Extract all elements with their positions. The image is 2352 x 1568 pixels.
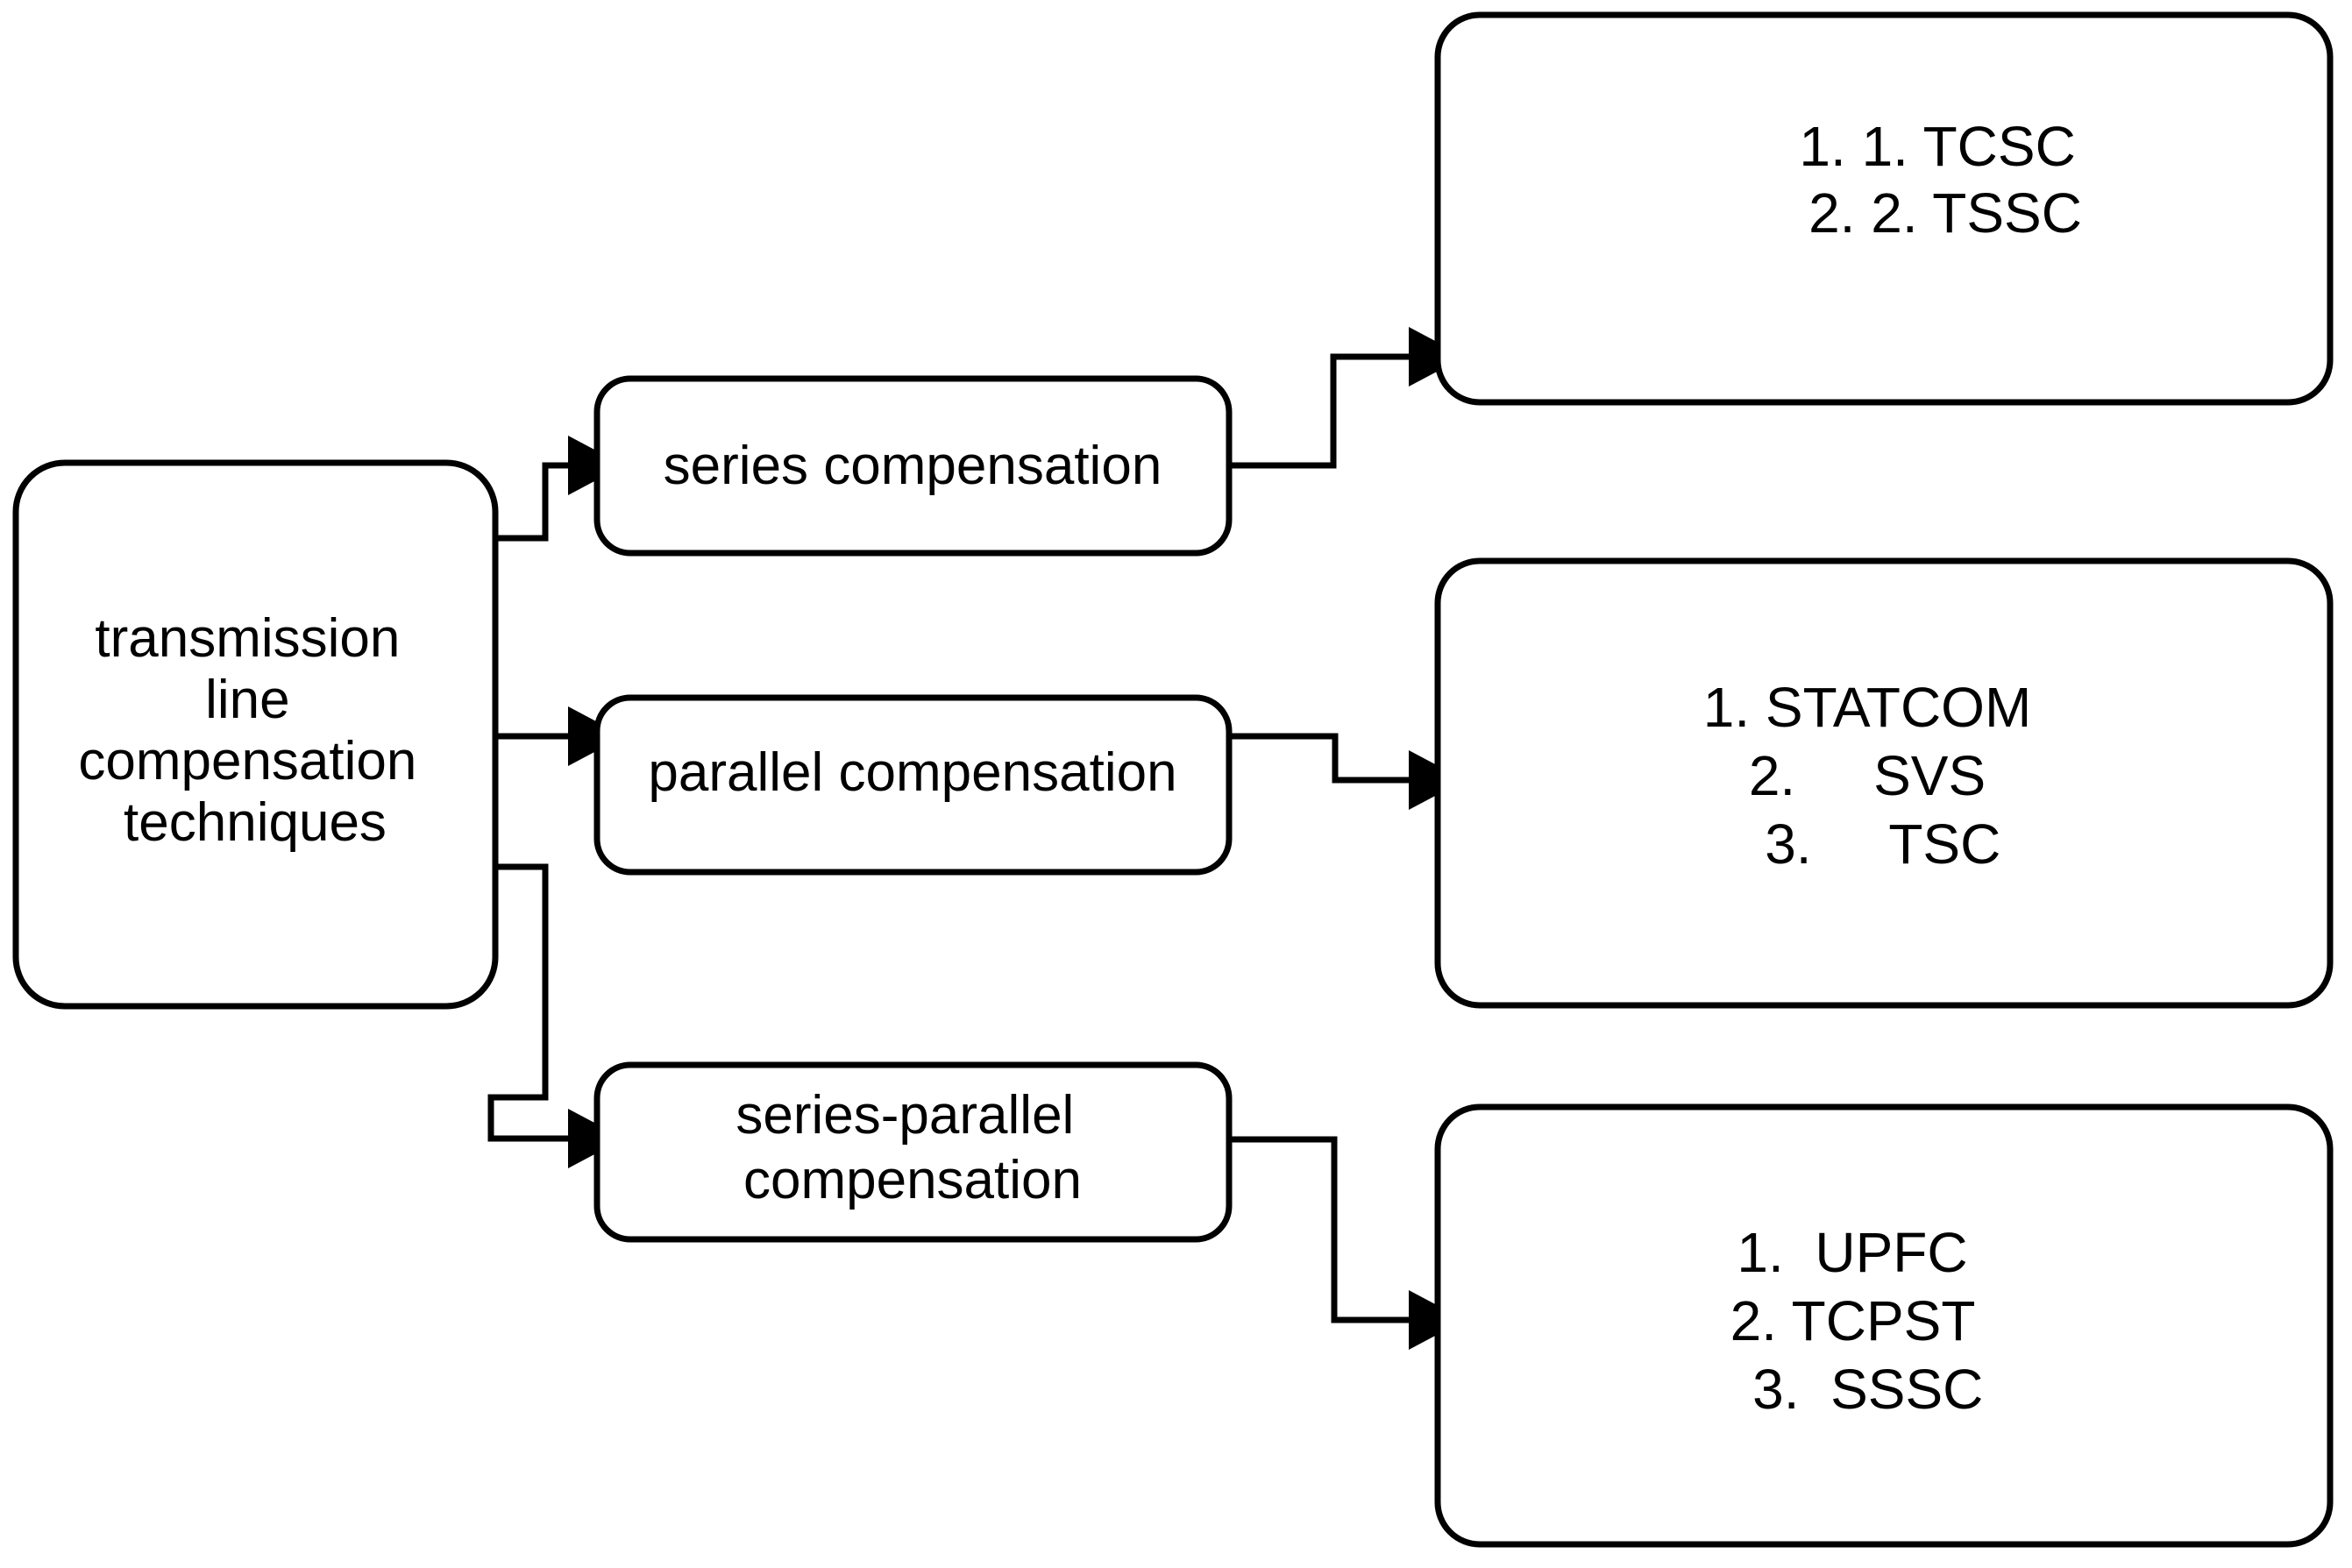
node-series-parallel-devices-box[interactable] [1434, 1103, 2334, 1548]
node-series-compensation[interactable]: series compensation [593, 375, 1233, 557]
node-series-parallel-compensation-line-1: compensation [743, 1150, 1082, 1210]
node-parallel-compensation-line-0: parallel compensation [648, 742, 1176, 803]
node-series-compensation-label: series compensation [664, 436, 1162, 496]
connector-line [487, 863, 568, 1142]
node-root-line-3: techniques [124, 792, 387, 853]
node-root-line-0: transmission [95, 608, 400, 669]
node-root-label: transmission line compensation technique… [78, 608, 431, 853]
node-parallel-devices-list: 1. STATCOM 2. SVS 3. TSC [1703, 676, 2172, 876]
node-series-devices-box[interactable] [1434, 11, 2334, 406]
series-parallel-device-item-1: 2. TCPST [1730, 1289, 1975, 1352]
node-series-parallel-compensation-line-0: series-parallel [735, 1085, 1074, 1146]
node-series-compensation-line-0: series compensation [664, 436, 1162, 496]
node-series-devices[interactable]: 1. 1. TCSC 2. 2. TSSC [1434, 11, 2334, 406]
node-series-devices-list: 1. 1. TCSC 2. 2. TSSC [1799, 115, 2091, 245]
node-parallel-compensation-box[interactable] [593, 694, 1233, 876]
node-root-line-2: compensation [78, 731, 416, 791]
node-parallel-compensation-label: parallel compensation [648, 742, 1176, 803]
node-series-compensation-box[interactable] [593, 375, 1233, 557]
parallel-device-item-2: 3. TSC [1765, 812, 2000, 876]
series-parallel-device-item-0: 1. UPFC [1737, 1221, 1967, 1284]
connector-line [1229, 1136, 1409, 1323]
connector-parallel-to-devices [1229, 733, 1465, 810]
parallel-device-item-1: 2. SVS [1749, 744, 1986, 807]
series-parallel-device-item-2: 3. SSSC [1752, 1358, 1983, 1421]
connector-series-parallel-to-devices [1229, 1136, 1465, 1350]
node-series-parallel-devices[interactable]: 1. UPFC 2. TCPST 3. SSSC [1434, 1103, 2334, 1548]
node-root[interactable]: transmission line compensation technique… [12, 459, 499, 1010]
node-parallel-compensation[interactable]: parallel compensation [593, 694, 1233, 876]
node-series-parallel-compensation[interactable]: series-parallel compensation [593, 1061, 1233, 1243]
node-parallel-devices-box[interactable] [1434, 557, 2334, 1009]
connector-line [1229, 353, 1409, 469]
series-device-item-1: 2. 2. TSSC [1808, 181, 2082, 245]
node-series-parallel-devices-list: 1. UPFC 2. TCPST 3. SSSC [1730, 1221, 2115, 1421]
connector-line [495, 462, 568, 542]
connector-series-to-devices [1229, 327, 1465, 469]
connector-line [1229, 733, 1409, 784]
node-series-parallel-compensation-label: series-parallel compensation [735, 1085, 1089, 1210]
node-root-box[interactable] [12, 459, 499, 1010]
node-series-parallel-compensation-box[interactable] [593, 1061, 1233, 1243]
node-root-line-1: line [205, 670, 290, 730]
series-device-item-0: 1. 1. TCSC [1799, 115, 2075, 178]
node-parallel-devices[interactable]: 1. STATCOM 2. SVS 3. TSC [1434, 557, 2334, 1009]
parallel-device-item-0: 1. STATCOM [1703, 676, 2032, 739]
